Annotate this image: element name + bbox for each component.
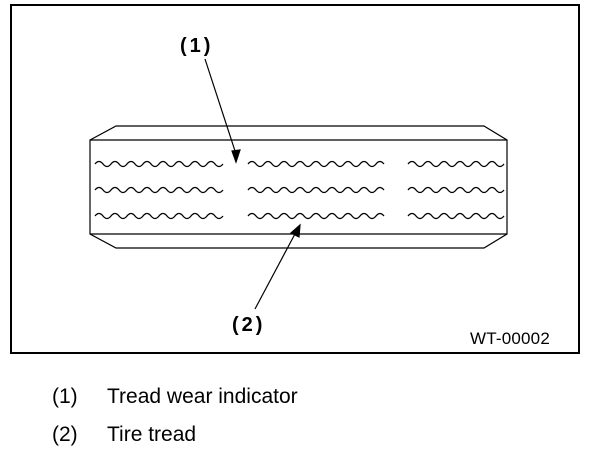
diagram-figure: (1) (2) WT-00002 bbox=[10, 4, 580, 354]
figure-border bbox=[10, 4, 580, 354]
callout-1: (1) bbox=[180, 35, 214, 57]
leader-lines bbox=[204, 58, 301, 310]
legend: (1) Tread wear indicator (2) Tire tread bbox=[52, 378, 298, 454]
tread-groove bbox=[94, 186, 224, 194]
figure-id: WT-00002 bbox=[469, 329, 550, 348]
legend-text: Tire tread bbox=[107, 423, 197, 446]
tire-diagram bbox=[10, 4, 580, 354]
legend-number: (1) bbox=[52, 385, 78, 408]
tread-groove bbox=[407, 160, 505, 168]
arrowhead-1 bbox=[231, 149, 241, 164]
tread-groove bbox=[94, 212, 224, 220]
arrowhead-2 bbox=[289, 223, 301, 238]
legend-item: (2) Tire tread bbox=[52, 416, 298, 454]
tread-groove bbox=[247, 186, 385, 194]
tread-groove bbox=[247, 160, 385, 168]
leader-line-2 bbox=[254, 231, 297, 310]
legend-number: (2) bbox=[52, 423, 78, 446]
tread-groove bbox=[94, 160, 224, 168]
legend-text: Tread wear indicator bbox=[107, 385, 298, 408]
legend-item: (1) Tread wear indicator bbox=[52, 378, 298, 416]
tread-groove bbox=[247, 212, 385, 220]
tire-tread bbox=[94, 160, 505, 220]
callout-2: (2) bbox=[232, 314, 266, 336]
tread-groove bbox=[407, 186, 505, 194]
leader-line-1 bbox=[204, 58, 237, 155]
tread-groove bbox=[407, 212, 505, 220]
